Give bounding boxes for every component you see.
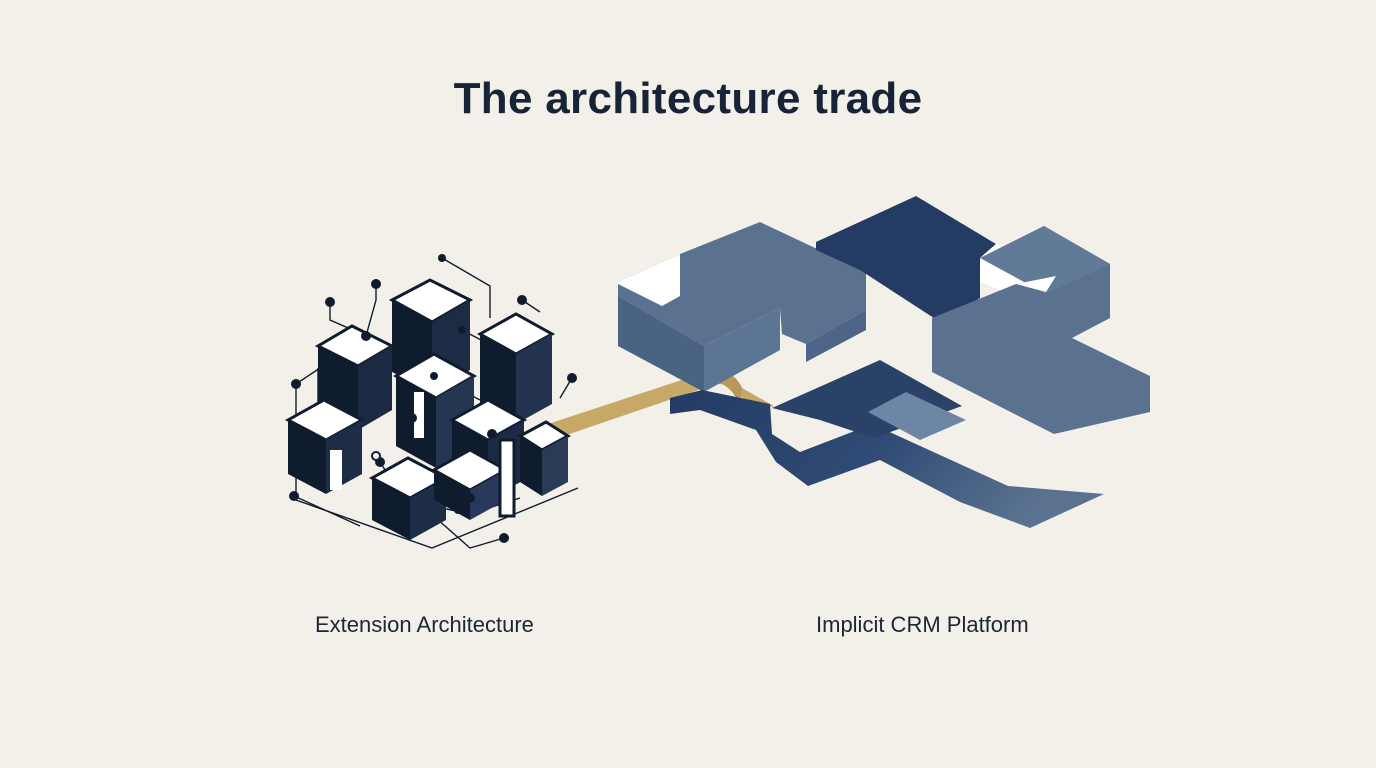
implicit-crm-platform-label: Implicit CRM Platform	[816, 612, 1029, 637]
merged-platform-slab-icon	[618, 196, 1150, 528]
extension-architecture-label: Extension Architecture	[315, 612, 534, 637]
page-title: The architecture trade	[453, 74, 923, 123]
modular-cube-network-icon	[284, 254, 579, 549]
gold-bridge-connector-icon	[548, 370, 774, 440]
